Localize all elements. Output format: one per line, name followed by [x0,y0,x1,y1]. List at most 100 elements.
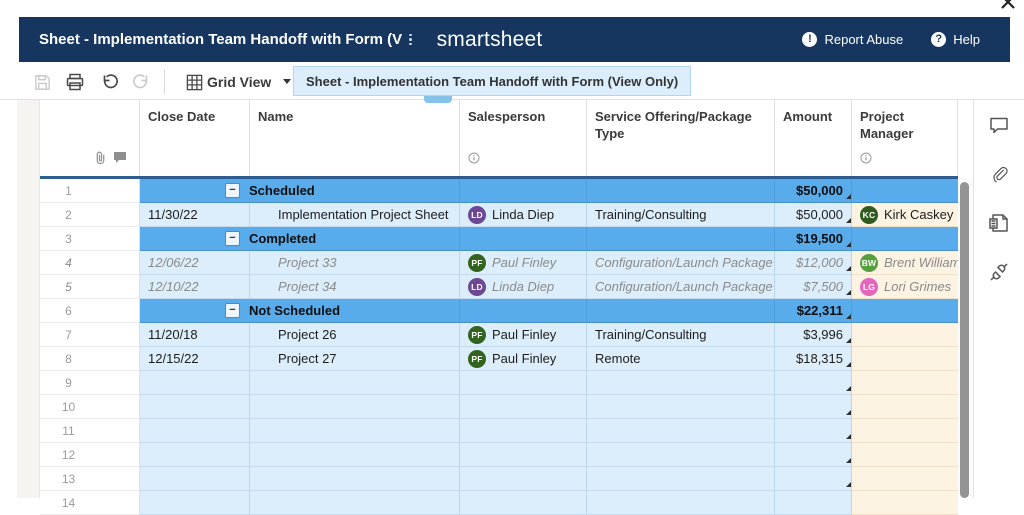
cell-name[interactable]: −Completed [225,227,460,251]
cell-amount[interactable]: $50,000 [775,179,852,203]
column-header-close-date[interactable]: Close Date [140,100,250,176]
cell-service[interactable] [587,443,775,467]
cell-amount[interactable] [775,467,852,491]
cell-name[interactable]: Implementation Project Sheet [250,203,460,227]
row-number[interactable]: 14 [40,491,140,515]
row-number[interactable]: 9 [40,371,140,395]
cell-name[interactable]: Project 34 [250,275,460,299]
cell-amount[interactable] [775,371,852,395]
cell-salesperson[interactable] [460,395,587,419]
cell-close-date[interactable] [140,443,250,467]
cell-salesperson[interactable] [460,443,587,467]
row-number[interactable]: 10 [40,395,140,419]
attachment-icon[interactable] [987,162,1011,186]
cell-salesperson[interactable] [460,227,587,251]
cell-close-date[interactable]: 12/06/22 [140,251,250,275]
cell-salesperson[interactable] [460,371,587,395]
collapse-toggle-icon[interactable]: − [225,231,240,246]
cell-close-date[interactable] [140,395,250,419]
proofs-icon[interactable] [987,211,1011,235]
cell-name[interactable]: −Scheduled [225,179,460,203]
cell-close-date[interactable]: 11/20/18 [140,323,250,347]
view-selector[interactable]: Grid View [207,74,272,90]
cell-amount[interactable]: $3,996 [775,323,852,347]
cell-close-date[interactable]: 12/15/22 [140,347,250,371]
print-icon[interactable] [64,71,86,93]
cell-close-date[interactable] [140,419,250,443]
cell-service[interactable] [587,467,775,491]
cell-amount[interactable]: $22,311 [775,299,852,323]
cell-service[interactable] [587,395,775,419]
column-header-service-offering-package-type[interactable]: Service Offering/Package Type [587,100,775,176]
row-number[interactable]: 6 [40,299,140,323]
cell-salesperson[interactable] [460,419,587,443]
cell-salesperson[interactable] [460,491,587,515]
cell-service[interactable]: Configuration/Launch Package [587,251,775,275]
cell-name[interactable]: Project 33 [250,251,460,275]
column-header-amount[interactable]: Amount [775,100,852,176]
cell-project-manager[interactable] [852,467,958,491]
cell-project-manager[interactable] [852,491,958,515]
cell-amount[interactable]: $50,000 [775,203,852,227]
row-number[interactable]: 2 [40,203,140,227]
cell-service[interactable] [587,299,775,323]
cell-name[interactable] [250,443,460,467]
row-number[interactable]: 4 [40,251,140,275]
grid-view-icon[interactable] [183,71,205,93]
cell-project-manager[interactable] [852,371,958,395]
row-number[interactable]: 11 [40,419,140,443]
cell-service[interactable]: Training/Consulting [587,203,775,227]
cell-service[interactable] [587,179,775,203]
info-icon[interactable] [468,151,480,169]
cell-service[interactable]: Training/Consulting [587,323,775,347]
collapse-toggle-icon[interactable]: − [225,303,240,318]
chevron-down-icon[interactable] [283,79,291,84]
cell-project-manager[interactable] [852,395,958,419]
cell-amount[interactable] [775,395,852,419]
cell-close-date[interactable]: 11/30/22 [140,203,250,227]
cell-project-manager[interactable] [852,347,958,371]
row-number[interactable]: 8 [40,347,140,371]
cell-project-manager[interactable] [852,323,958,347]
cell-service[interactable]: Configuration/Launch Package [587,275,775,299]
redo-icon[interactable] [131,71,153,93]
column-header-salesperson[interactable]: Salesperson [460,100,587,176]
cell-project-manager[interactable] [852,227,958,251]
help-link[interactable]: ? Help [931,32,980,47]
cell-amount[interactable] [775,419,852,443]
row-number[interactable]: 1 [40,179,140,203]
cell-amount[interactable] [775,491,852,515]
attachment-column-icon[interactable] [94,151,107,170]
comment-icon[interactable] [987,113,1011,137]
cell-amount[interactable]: $19,500 [775,227,852,251]
cell-project-manager[interactable] [852,443,958,467]
collapse-toggle-icon[interactable]: − [225,183,240,198]
cell-close-date[interactable] [140,467,250,491]
cell-amount[interactable]: $7,500 [775,275,852,299]
cell-name[interactable] [250,395,460,419]
cell-name[interactable]: Project 26 [250,323,460,347]
cell-project-manager[interactable] [852,179,958,203]
cell-project-manager[interactable] [852,419,958,443]
cell-name[interactable] [250,419,460,443]
row-number[interactable]: 3 [40,227,140,251]
cell-service[interactable] [587,227,775,251]
cell-name[interactable] [250,491,460,515]
cell-close-date[interactable] [140,491,250,515]
cell-project-manager[interactable] [852,299,958,323]
cell-name[interactable]: −Not Scheduled [225,299,460,323]
column-header-name[interactable]: Name [250,100,460,176]
cell-salesperson[interactable] [460,299,587,323]
close-icon[interactable] [999,0,1017,11]
cell-service[interactable] [587,371,775,395]
cell-amount[interactable]: $12,000 [775,251,852,275]
row-number[interactable]: 5 [40,275,140,299]
row-number[interactable]: 7 [40,323,140,347]
cell-name[interactable] [250,467,460,491]
